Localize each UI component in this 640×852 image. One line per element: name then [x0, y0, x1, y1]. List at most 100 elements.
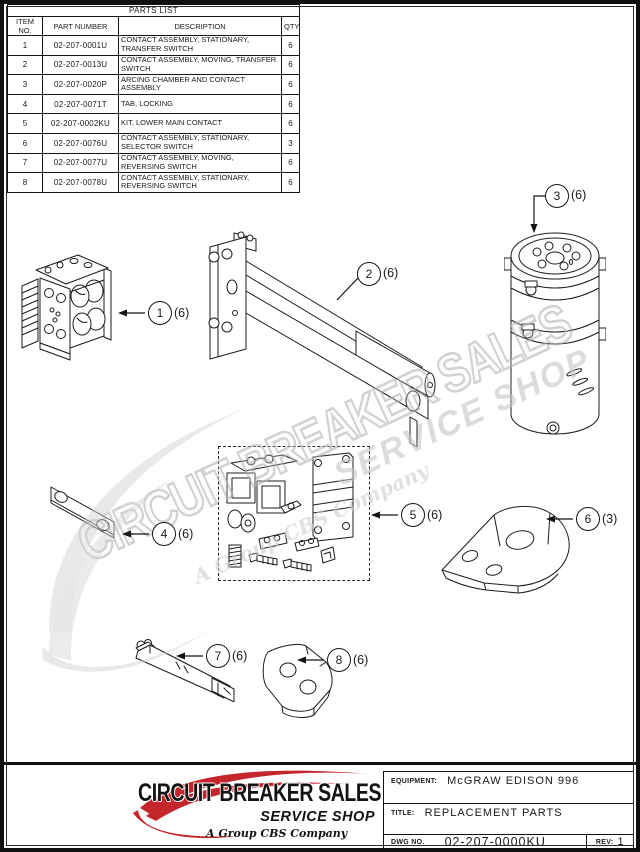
callout-4-number: 4: [160, 527, 168, 541]
callout-8-balloon: 8: [327, 648, 351, 672]
part-5-kit-boundary: [218, 446, 370, 581]
table-row: 8 02-207-0078U CONTACT ASSEMBLY, STATION…: [7, 172, 300, 193]
callout-1-number: 1: [156, 306, 164, 320]
callout-5-balloon: 5: [401, 503, 425, 527]
callout-6: 6 (3): [546, 507, 617, 531]
title-block: EQUIPMENT: McGRAW EDISON 996 TITLE: REPL…: [383, 771, 634, 850]
callout-7: 7 (6): [176, 644, 247, 668]
qty: 6: [281, 54, 300, 76]
title-row: TITLE: REPLACEMENT PARTS: [384, 804, 633, 835]
leader-arrow: [332, 277, 360, 306]
callout-5-qty: (6): [427, 508, 443, 522]
part-1-drawing: [18, 248, 123, 368]
dwg-row: DWG NO. 02-207-0000KU REV: 1: [384, 835, 633, 849]
description: CONTACT ASSEMBLY, MOVING, TRANSFER SWITC…: [118, 54, 282, 76]
description: ARCING CHAMBER AND CONTACT ASSEMBLY: [118, 74, 282, 95]
qty: 3: [281, 132, 300, 154]
part-number: 02-207-0020P: [42, 74, 119, 95]
callout-1: 1 (6): [118, 301, 189, 325]
part-7-drawing: [128, 636, 236, 702]
col-header-part-number: PART NUMBER: [42, 16, 119, 36]
part-6-drawing: [436, 504, 574, 596]
callout-1-balloon: 1: [148, 301, 172, 325]
item-no: 6: [7, 132, 43, 154]
table-row: 3 02-207-0020P ARCING CHAMBER AND CONTAC…: [7, 74, 300, 95]
part-number: 02-207-0076U: [42, 132, 119, 154]
qty: 6: [281, 93, 300, 115]
leader-arrow: [176, 652, 203, 660]
part-4-drawing: [44, 482, 124, 554]
description: CONTACT ASSEMBLY, STATIONARY, SELECTOR S…: [118, 132, 282, 154]
equipment-value: McGRAW EDISON 996: [447, 775, 580, 787]
callout-2-balloon: 2: [357, 262, 381, 286]
table-row: 7 02-207-0077U CONTACT ASSEMBLY, MOVING,…: [7, 152, 300, 174]
callout-8: 8 (6): [297, 648, 368, 672]
rev-cell: REV: 1: [587, 835, 633, 849]
col-header-description: DESCRIPTION: [118, 16, 282, 36]
logo-name: CIRCUIT BREAKER SALES: [138, 779, 382, 807]
qty: 6: [281, 113, 300, 134]
company-logo: CIRCUIT BREAKER SALES SERVICE SHOP A Gro…: [130, 766, 382, 846]
part-number: 02-207-0078U: [42, 172, 119, 193]
parts-list-title: PARTS LIST: [7, 4, 300, 17]
callout-3-qty: (6): [571, 188, 587, 202]
callout-3-balloon: 3: [545, 184, 569, 208]
callout-4: 4 (6): [122, 522, 193, 546]
callout-5-number: 5: [409, 508, 417, 522]
item-no: 4: [7, 93, 43, 115]
table-row: 1 02-207-0001U CONTACT ASSEMBLY, STATION…: [7, 35, 300, 56]
item-no: 5: [7, 113, 43, 134]
table-row: 6 02-207-0076U CONTACT ASSEMBLY, STATION…: [7, 132, 300, 154]
callout-2-number: 2: [365, 267, 373, 281]
qty: 6: [281, 35, 300, 56]
part-2-drawing: [204, 227, 446, 449]
logo-swoosh-icon: [133, 770, 370, 839]
parts-list-table: PARTS LIST ITEM NO. PART NUMBER DESCRIPT…: [7, 4, 300, 193]
callout-4-balloon: 4: [152, 522, 176, 546]
qty: 6: [281, 74, 300, 95]
description: TAB, LOCKING: [118, 93, 282, 115]
description: KIT, LOWER MAIN CONTACT: [118, 113, 282, 134]
part-number: 02-207-0002KU: [42, 113, 119, 134]
part-5-drawing: [219, 447, 367, 578]
leader-arrow: [546, 515, 573, 523]
rev-value: 1: [617, 836, 625, 848]
leader-arrow: [371, 511, 398, 519]
equipment-row: EQUIPMENT: McGRAW EDISON 996: [384, 772, 633, 804]
callout-4-qty: (6): [178, 527, 194, 541]
col-header-item-no: ITEM NO.: [7, 16, 43, 36]
logo-company-line: A Group CBS Company: [206, 827, 348, 840]
callout-6-number: 6: [584, 512, 592, 526]
qty: 6: [281, 152, 300, 174]
callout-7-qty: (6): [232, 649, 248, 663]
callout-3-number: 3: [553, 189, 561, 203]
table-row: 4 02-207-0071T TAB, LOCKING 6: [7, 93, 300, 115]
dwg-label: DWG NO.: [391, 838, 425, 846]
description: CONTACT ASSEMBLY, STATIONARY, TRANSFER S…: [118, 35, 282, 56]
callout-7-number: 7: [214, 649, 222, 663]
dwg-cell: DWG NO. 02-207-0000KU: [384, 835, 587, 849]
equipment-label: EQUIPMENT:: [391, 778, 438, 785]
logo-tagline: SERVICE SHOP: [260, 809, 375, 825]
leader-arrow: [118, 309, 145, 317]
leader-arrow: [122, 530, 149, 538]
leader-arrow: [530, 195, 545, 233]
part-number: 02-207-0077U: [42, 152, 119, 174]
item-no: 8: [7, 172, 43, 193]
callout-8-qty: (6): [353, 653, 369, 667]
description: CONTACT ASSEMBLY, MOVING, REVERSING SWIT…: [118, 152, 282, 174]
callout-2-qty: (6): [383, 266, 399, 280]
rev-label: REV:: [595, 838, 614, 846]
table-row: 5 02-207-0002KU KIT, LOWER MAIN CONTACT …: [7, 113, 300, 134]
col-header-qty: QTY: [281, 16, 300, 36]
item-no: 2: [7, 54, 43, 76]
dwg-value: 02-207-0000KU: [444, 835, 546, 849]
description: CONTACT ASSEMBLY, STATIONARY, REVERSING …: [118, 172, 282, 193]
item-no: 7: [7, 152, 43, 174]
part-3-drawing: [504, 224, 606, 446]
part-8-drawing: [250, 640, 340, 720]
part-number: 02-207-0013U: [42, 54, 119, 76]
callout-7-balloon: 7: [206, 644, 230, 668]
title-value: REPLACEMENT PARTS: [424, 806, 563, 819]
title-label: TITLE:: [391, 809, 415, 817]
